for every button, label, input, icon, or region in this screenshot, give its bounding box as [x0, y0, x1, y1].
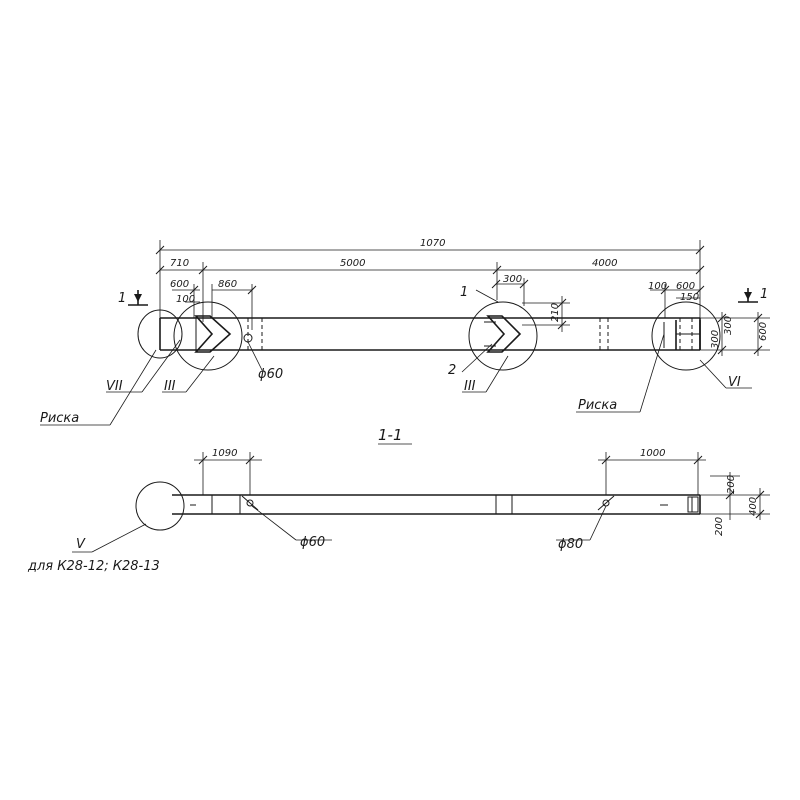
node-III-left-label: III — [164, 379, 176, 394]
dim-600-left-text: 600 — [170, 279, 189, 290]
dim-300a-text: 300 — [710, 330, 721, 349]
node-circle-VII — [137, 309, 183, 359]
node-VII-label: VII — [106, 379, 123, 394]
section-mark-right-text: 1 — [760, 287, 768, 302]
section-title: 1-1 — [378, 426, 403, 444]
riska-left-label: Риска — [40, 411, 79, 426]
node-center-III — [468, 301, 538, 371]
dimension-1000: 1000 — [598, 448, 706, 495]
section-mark-right: 1 — [738, 287, 768, 303]
dim-1000-text: 1000 — [640, 448, 665, 459]
dimension-section-height: 200 400 200 — [700, 472, 770, 536]
dim-200-top-text: 200 — [726, 475, 737, 494]
node-VI-label: VI — [728, 375, 741, 390]
dimension-left-details: 600 100 860 — [170, 279, 257, 330]
dim-100-right-text: 100 — [648, 281, 667, 292]
node-V-label: V — [76, 537, 86, 552]
dim-600-right-text: 600 — [676, 281, 695, 292]
hole-left-label: ϕ60 — [258, 367, 283, 382]
dimension-right-details: 100 600 150 — [648, 281, 705, 318]
position-2-label: 2 — [448, 363, 456, 378]
dimension-1090: 1090 — [194, 448, 262, 495]
dim-4000-text: 4000 — [592, 258, 617, 269]
top-view: 1070 710 5000 4000 600 100 — [40, 238, 770, 426]
dim-5000-text: 5000 — [340, 258, 365, 269]
hole-right-section-label: ϕ80 — [558, 537, 583, 552]
section-mark-left-text: 1 — [118, 291, 126, 306]
dimension-overall: 1070 — [155, 238, 705, 322]
hole-left-section-label: ϕ60 — [300, 535, 325, 550]
dimension-chain: 710 5000 4000 — [155, 258, 705, 322]
leaders-section: ϕ60 ϕ80 V для К28-12; К28-13 — [27, 505, 607, 574]
dim-overall-text: 1070 — [420, 238, 445, 249]
riska-right-label: Риска — [578, 398, 617, 413]
dim-300-center-text: 300 — [503, 274, 522, 285]
dim-300b-text: 300 — [723, 316, 734, 335]
section-note: для К28-12; К28-13 — [27, 559, 160, 574]
beam-section-body — [172, 494, 701, 515]
dim-600-height-text: 600 — [758, 322, 769, 341]
dim-1090-text: 1090 — [212, 448, 237, 459]
node-III-center-label: III — [464, 379, 476, 394]
leaders-top: ϕ60 VII III Риска 1 2 III Риска VI — [40, 285, 752, 426]
node-circle-V — [135, 481, 185, 531]
section-mark-left: 1 — [118, 290, 148, 306]
dim-860-text: 860 — [218, 279, 237, 290]
position-1-label: 1 — [460, 285, 468, 300]
dim-400-text: 400 — [748, 497, 759, 516]
dim-100-left-text: 100 — [176, 294, 195, 305]
dim-210-text: 210 — [550, 303, 561, 322]
dim-150-text: 150 — [680, 292, 699, 303]
dim-710-text: 710 — [170, 258, 189, 269]
node-left-III — [173, 301, 253, 371]
node-right-VI — [651, 301, 721, 371]
dim-200-bottom-text: 200 — [714, 517, 725, 536]
section-view: 1-1 1090 1000 — [27, 426, 770, 574]
dimension-right-height: 300 300 600 — [700, 312, 770, 356]
dimension-center-details: 300 210 — [491, 274, 570, 332]
